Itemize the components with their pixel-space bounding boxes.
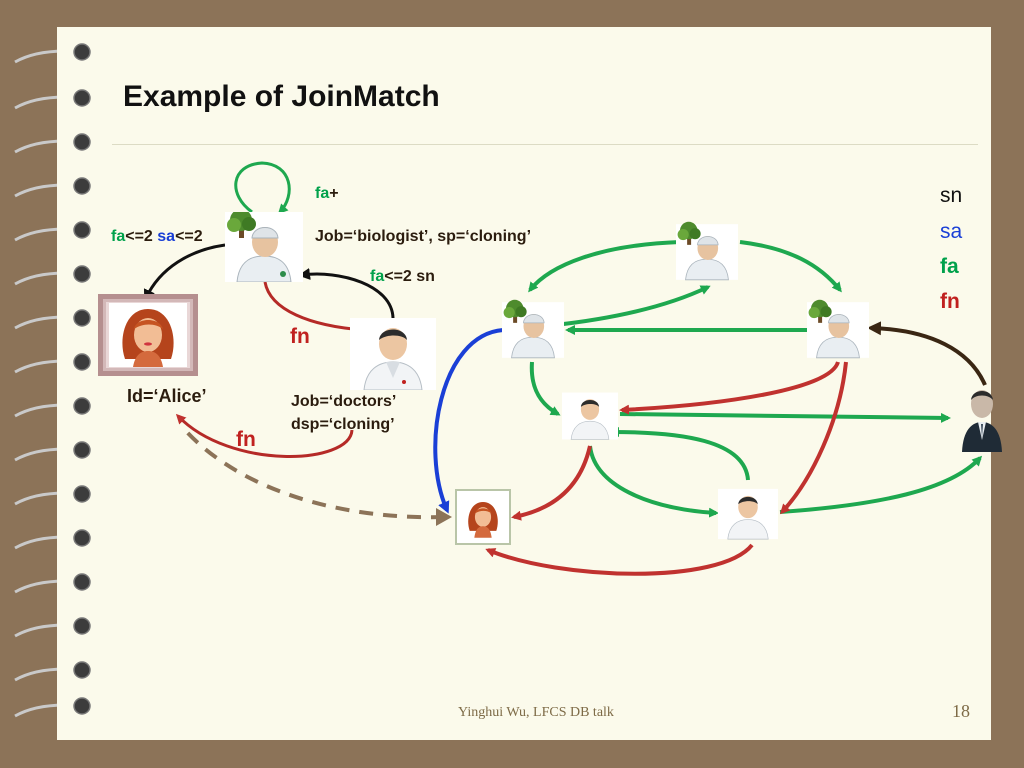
- woman-icon: [455, 489, 511, 545]
- doctor-icon: [562, 386, 618, 446]
- doctor-icon: [350, 318, 436, 390]
- doctor-icon: [718, 483, 778, 545]
- fa-text: fa: [315, 185, 330, 202]
- pattern-edge-bio-to-alice: [143, 243, 226, 302]
- brown-boss-to-b3: [867, 321, 987, 386]
- edge-label-right: fa<=2 sn: [370, 268, 435, 286]
- pattern-edge-bio-to-doctor: [263, 281, 367, 335]
- binder-holes: [73, 43, 91, 715]
- slide-paper: [57, 27, 991, 740]
- green-b1-to-b2: [554, 285, 711, 327]
- alice-label: Id=‘Alice’: [127, 386, 207, 406]
- legend-fa: fa: [940, 255, 959, 278]
- green-b2-to-b1: [528, 240, 681, 293]
- fa-plus-self-loop: [234, 161, 291, 215]
- page-number: 18: [952, 701, 970, 721]
- edge-left-op1: <=2: [125, 228, 158, 245]
- plus-text: +: [329, 185, 339, 202]
- edge-left-op2: <=2: [175, 228, 203, 245]
- green-d1-to-d2: [588, 445, 719, 518]
- match-to-alice-dashed: [183, 428, 446, 520]
- edge-left-sa: sa: [157, 228, 176, 245]
- doctor-constraint-line1: Job=‘doctors’: [291, 393, 397, 410]
- edge-left-fa: fa: [111, 228, 126, 245]
- dashed-arrowhead: [436, 508, 452, 526]
- pattern-edge-doctor-to-alice: [175, 413, 354, 458]
- fn-label-upper: fn: [290, 325, 310, 348]
- title-divider: [112, 144, 978, 145]
- green-d1-to-boss: [619, 412, 951, 423]
- edge-right-fa: fa: [370, 268, 385, 285]
- blue-b1-to-alice: [433, 328, 504, 514]
- businessman-icon: [958, 382, 1006, 452]
- green-d2-to-d1: [609, 427, 750, 481]
- woman-icon: [98, 294, 198, 376]
- biologist-icon: [502, 298, 564, 362]
- legend-fn: fn: [940, 290, 960, 313]
- edge-right-rest: <=2 sn: [384, 268, 435, 285]
- biologist-icon: [807, 298, 869, 362]
- doctor-constraint-line2: dsp=‘cloning’: [291, 416, 395, 433]
- red-d2-to-alice: [485, 543, 754, 576]
- slide-footer: Yinghui Wu, LFCS DB talk: [458, 705, 614, 720]
- green-b2-to-b3: [739, 240, 842, 293]
- slide-title: Example of JoinMatch: [123, 80, 440, 113]
- legend-sn: sn: [940, 184, 963, 207]
- red-b3-to-d2: [779, 361, 848, 515]
- green-d2-to-boss: [779, 455, 983, 514]
- legend-sa: sa: [940, 220, 963, 243]
- fn-label-lower: fn: [236, 428, 256, 451]
- red-d1-to-alice: [511, 445, 592, 521]
- fa-plus-label: fa+: [315, 185, 339, 203]
- biologist-icon: [225, 212, 303, 282]
- edge-label-left: fa<=2 sa<=2: [111, 228, 203, 246]
- pattern-edge-doctor-to-bio: [298, 268, 395, 319]
- green-b1-to-d1: [529, 361, 561, 416]
- biologist-icon: [676, 220, 738, 284]
- red-b3-to-d1: [619, 361, 840, 415]
- biologist-constraint: Job=‘biologist’, sp=‘cloning’: [315, 228, 532, 245]
